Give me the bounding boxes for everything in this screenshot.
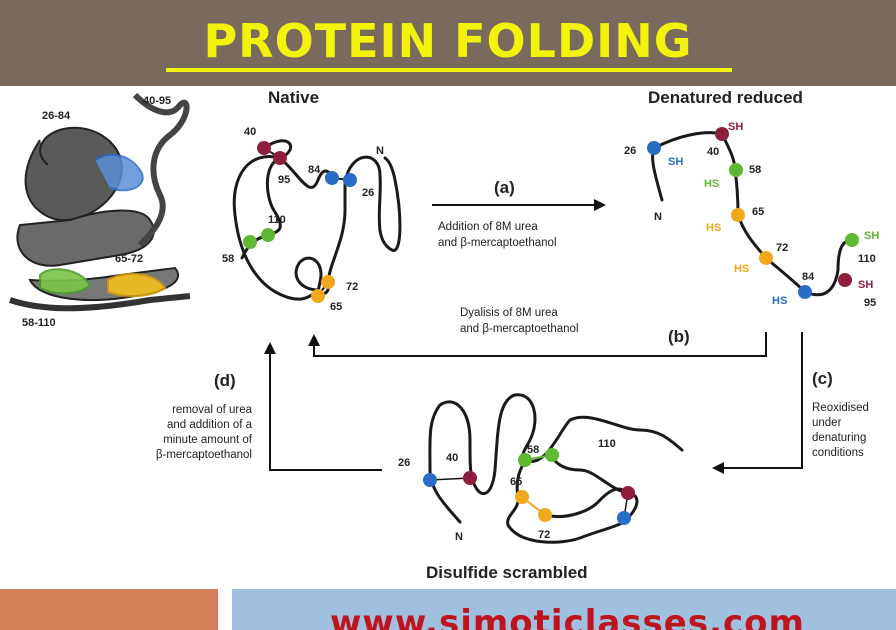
step-c-text-3: denaturing	[812, 432, 866, 444]
scrambled-label-40: 40	[446, 452, 458, 464]
denatured-label-84: 84	[802, 271, 815, 283]
denatured-cys-40	[715, 127, 729, 141]
footer-website-url: www.simoticlasses.com	[330, 603, 805, 630]
native-label-84: 84	[308, 164, 321, 176]
denatured-group-sh-110: SH	[864, 230, 879, 242]
step-d-text-2: and addition of a	[167, 419, 253, 431]
step-d-text-4: β-mercaptoethanol	[156, 449, 252, 461]
denatured-cys-110	[845, 233, 859, 247]
denatured-cys-72	[759, 251, 773, 265]
denatured-label-40: 40	[707, 146, 719, 158]
denatured-label-95: 95	[864, 297, 876, 309]
denatured-group-hs-72: HS	[734, 263, 749, 275]
step-c-text-4: conditions	[812, 447, 864, 459]
page-title: PROTEIN FOLDING	[203, 14, 693, 68]
denatured-group-sh-40: SH	[728, 121, 743, 133]
native-cys-95	[273, 151, 287, 165]
step-d: (d) removal of urea and addition of a mi…	[156, 342, 382, 471]
denatured-group-sh-95: SH	[858, 279, 873, 291]
scrambled-label-65: 65	[510, 476, 522, 488]
native-cys-110	[261, 228, 275, 242]
denatured-group-sh-26: SH	[668, 156, 683, 168]
native-caption: Native	[268, 88, 319, 107]
scrambled-cys-84	[617, 511, 631, 525]
native-label-40: 40	[244, 126, 256, 138]
step-b: (b) Dyalisis of 8M urea and β-mercaptoet…	[308, 307, 767, 357]
scrambled-label-n-terminus: N	[455, 531, 463, 543]
denatured-label-n-terminus: N	[654, 211, 662, 223]
native-label-72: 72	[346, 281, 358, 293]
step-a-text-1: Addition of 8M urea	[438, 221, 538, 233]
native-label-26: 26	[362, 187, 374, 199]
ribbon-structure: 26-84 40-95 65-72 58-110	[9, 92, 191, 329]
scrambled-cys-65	[515, 490, 529, 504]
title-underline	[166, 68, 732, 72]
step-c-text-2: under	[812, 417, 842, 429]
denatured-group-hs-84: HS	[772, 295, 787, 307]
step-d-label: (d)	[214, 371, 236, 390]
denatured-label-26: 26	[624, 145, 636, 157]
scrambled-cys-58	[518, 453, 532, 467]
denatured-label-58: 58	[749, 164, 761, 176]
scrambled-caption: Disulfide scrambled	[426, 563, 588, 582]
scrambled-cys-110	[545, 448, 559, 462]
denatured-structure: Denatured reduced 26 40 58 65 72 84 110 …	[624, 88, 879, 309]
native-label-95: 95	[278, 174, 290, 186]
denatured-cys-65	[731, 208, 745, 222]
denatured-label-65: 65	[752, 206, 764, 218]
native-label-58: 58	[222, 253, 234, 265]
denatured-label-110: 110	[858, 253, 876, 265]
scrambled-label-26: 26	[398, 457, 410, 469]
scrambled-cys-26	[423, 473, 437, 487]
native-cys-84	[325, 171, 339, 185]
ribbon-label-65-72: 65-72	[115, 253, 143, 265]
denatured-cys-26	[647, 141, 661, 155]
denatured-group-hs-58: HS	[704, 178, 719, 190]
native-label-n-terminus: N	[376, 145, 384, 157]
scrambled-cys-40	[463, 471, 477, 485]
scrambled-label-110: 110	[598, 438, 616, 450]
native-cys-65	[311, 289, 325, 303]
scrambled-cys-72	[538, 508, 552, 522]
denatured-caption: Denatured reduced	[648, 88, 803, 107]
denatured-label-72: 72	[776, 242, 788, 254]
native-label-110: 110	[268, 214, 286, 226]
scrambled-structure: Disulfide scrambled 26 40 58 110 65 72 N	[398, 393, 684, 582]
native-cys-72	[321, 275, 335, 289]
step-a-label: (a)	[494, 178, 515, 197]
ribbon-label-58-110: 58-110	[22, 317, 56, 329]
step-b-text-2: and β-mercaptoethanol	[460, 323, 579, 335]
step-c-label: (c)	[812, 369, 833, 388]
native-cys-40	[257, 141, 271, 155]
scrambled-label-58: 58	[527, 444, 539, 456]
step-c-text-1: Reoxidised	[812, 402, 869, 414]
scrambled-cys-95	[621, 486, 635, 500]
ribbon-label-40-95: 40-95	[143, 95, 171, 107]
step-a: (a) Addition of 8M urea and β-mercaptoet…	[432, 178, 606, 249]
step-a-text-2: and β-mercaptoethanol	[438, 237, 557, 249]
step-b-text-1: Dyalisis of 8M urea	[460, 307, 558, 319]
step-d-text-3: minute amount of	[163, 434, 253, 446]
native-cys-26	[343, 173, 357, 187]
denatured-cys-95	[838, 273, 852, 287]
step-d-text-1: removal of urea	[172, 404, 253, 416]
step-b-label: (b)	[668, 327, 690, 346]
denatured-cys-58	[729, 163, 743, 177]
scrambled-label-72: 72	[538, 529, 550, 541]
denatured-group-hs-65: HS	[706, 222, 721, 234]
step-c: (c) Reoxidised under denaturing conditio…	[712, 332, 869, 474]
native-cys-58	[243, 235, 257, 249]
denatured-cys-84	[798, 285, 812, 299]
native-structure: Native 40 95 84 26 110 58 72 65 N	[222, 88, 402, 313]
footer-right-block: www.simoticlasses.com	[232, 589, 896, 630]
protein-folding-diagram: 26-84 40-95 65-72 58-110 Native 40 95 84…	[9, 88, 879, 582]
footer-left-block	[0, 589, 218, 630]
native-label-65: 65	[330, 301, 342, 313]
ribbon-label-26-84: 26-84	[42, 110, 71, 122]
